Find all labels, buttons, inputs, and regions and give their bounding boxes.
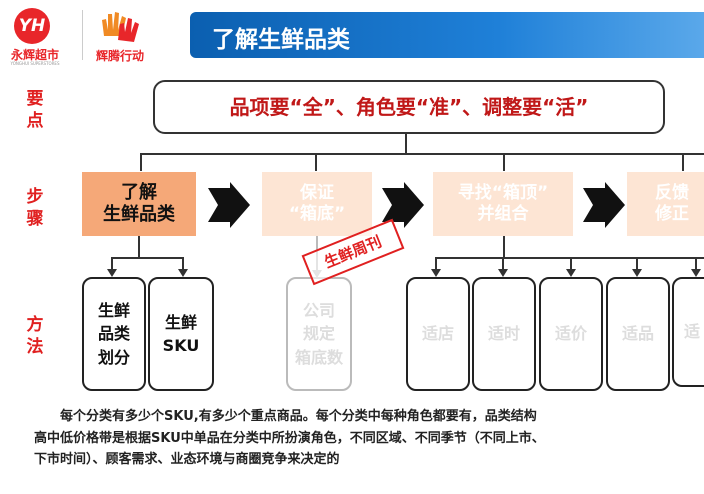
key-points-banner: 品项要“全”、角色要“准”、调整要“活”	[153, 80, 665, 134]
connector-line	[138, 236, 140, 258]
method-category-division: 生鲜品类划分	[82, 277, 146, 391]
paragraph-line: 每个分类有多少个SKU,有多少个重点商品。每个分类中每种角色都要有，品类结构	[60, 409, 537, 424]
step-ensure-base: 保证“箱底”	[262, 172, 372, 236]
arrow-down-icon	[566, 257, 576, 277]
header: YH 永辉超市 YONGHUI SUPERSTORES 辉腾行动 了解生鲜品类	[0, 0, 704, 70]
arrow-down-icon	[107, 257, 117, 277]
connector-line	[140, 153, 704, 155]
step-find-top: 寻找“箱顶”并组合	[433, 172, 573, 236]
paragraph-line: 下市时间）、顾客需求、业态环境与商圈竞争来决定的	[34, 452, 340, 467]
logo-text: 永辉超市	[10, 48, 59, 62]
arrow-down-icon	[498, 257, 508, 277]
description-paragraph: 每个分类有多少个SKU,有多少个重点商品。每个分类中每种角色都要有，品类结构 高…	[34, 406, 704, 471]
header-divider	[82, 10, 83, 60]
side-label-steps: 步骤	[26, 187, 44, 229]
connector-line	[111, 257, 183, 259]
method-company-base-count: 公司规定箱底数	[286, 277, 352, 391]
method-fit-more: 适	[672, 277, 704, 387]
method-fit-store: 适店	[406, 277, 470, 391]
side-label-points: 要点	[26, 89, 44, 131]
page-title: 了解生鲜品类	[212, 27, 350, 53]
paragraph-line: 高中低价格带是根据SKU中单品在分类中所扮演角色，不同区域、不同季节（不同上市、	[34, 430, 545, 446]
title-bar: 了解生鲜品类	[190, 12, 704, 58]
connector-line	[503, 153, 505, 171]
connector-line	[405, 132, 407, 154]
method-fit-price: 适价	[539, 277, 603, 391]
arrow-icon	[583, 182, 625, 228]
brand-text: 辉腾行动	[96, 49, 145, 63]
logo-subtext: YONGHUI SUPERSTORES	[10, 61, 60, 66]
method-fit-product: 适品	[606, 277, 670, 391]
arrow-down-icon	[431, 257, 441, 277]
step-feedback: 反馈修正	[627, 172, 704, 236]
method-fit-time: 适时	[472, 277, 536, 391]
connector-line	[682, 153, 684, 171]
side-label-methods: 方法	[26, 315, 44, 357]
connector-line	[503, 236, 505, 258]
arrow-down-icon	[632, 257, 642, 277]
connector-line	[315, 153, 317, 171]
arrow-icon	[382, 182, 424, 228]
arrow-icon	[208, 182, 250, 228]
arrow-down-icon	[691, 257, 701, 277]
step-understand: 了解生鲜品类	[82, 172, 196, 236]
logo-icon: YH	[14, 8, 50, 44]
arrow-down-icon	[178, 257, 188, 277]
connector-line	[140, 153, 142, 171]
hands-logo-icon	[102, 12, 139, 42]
